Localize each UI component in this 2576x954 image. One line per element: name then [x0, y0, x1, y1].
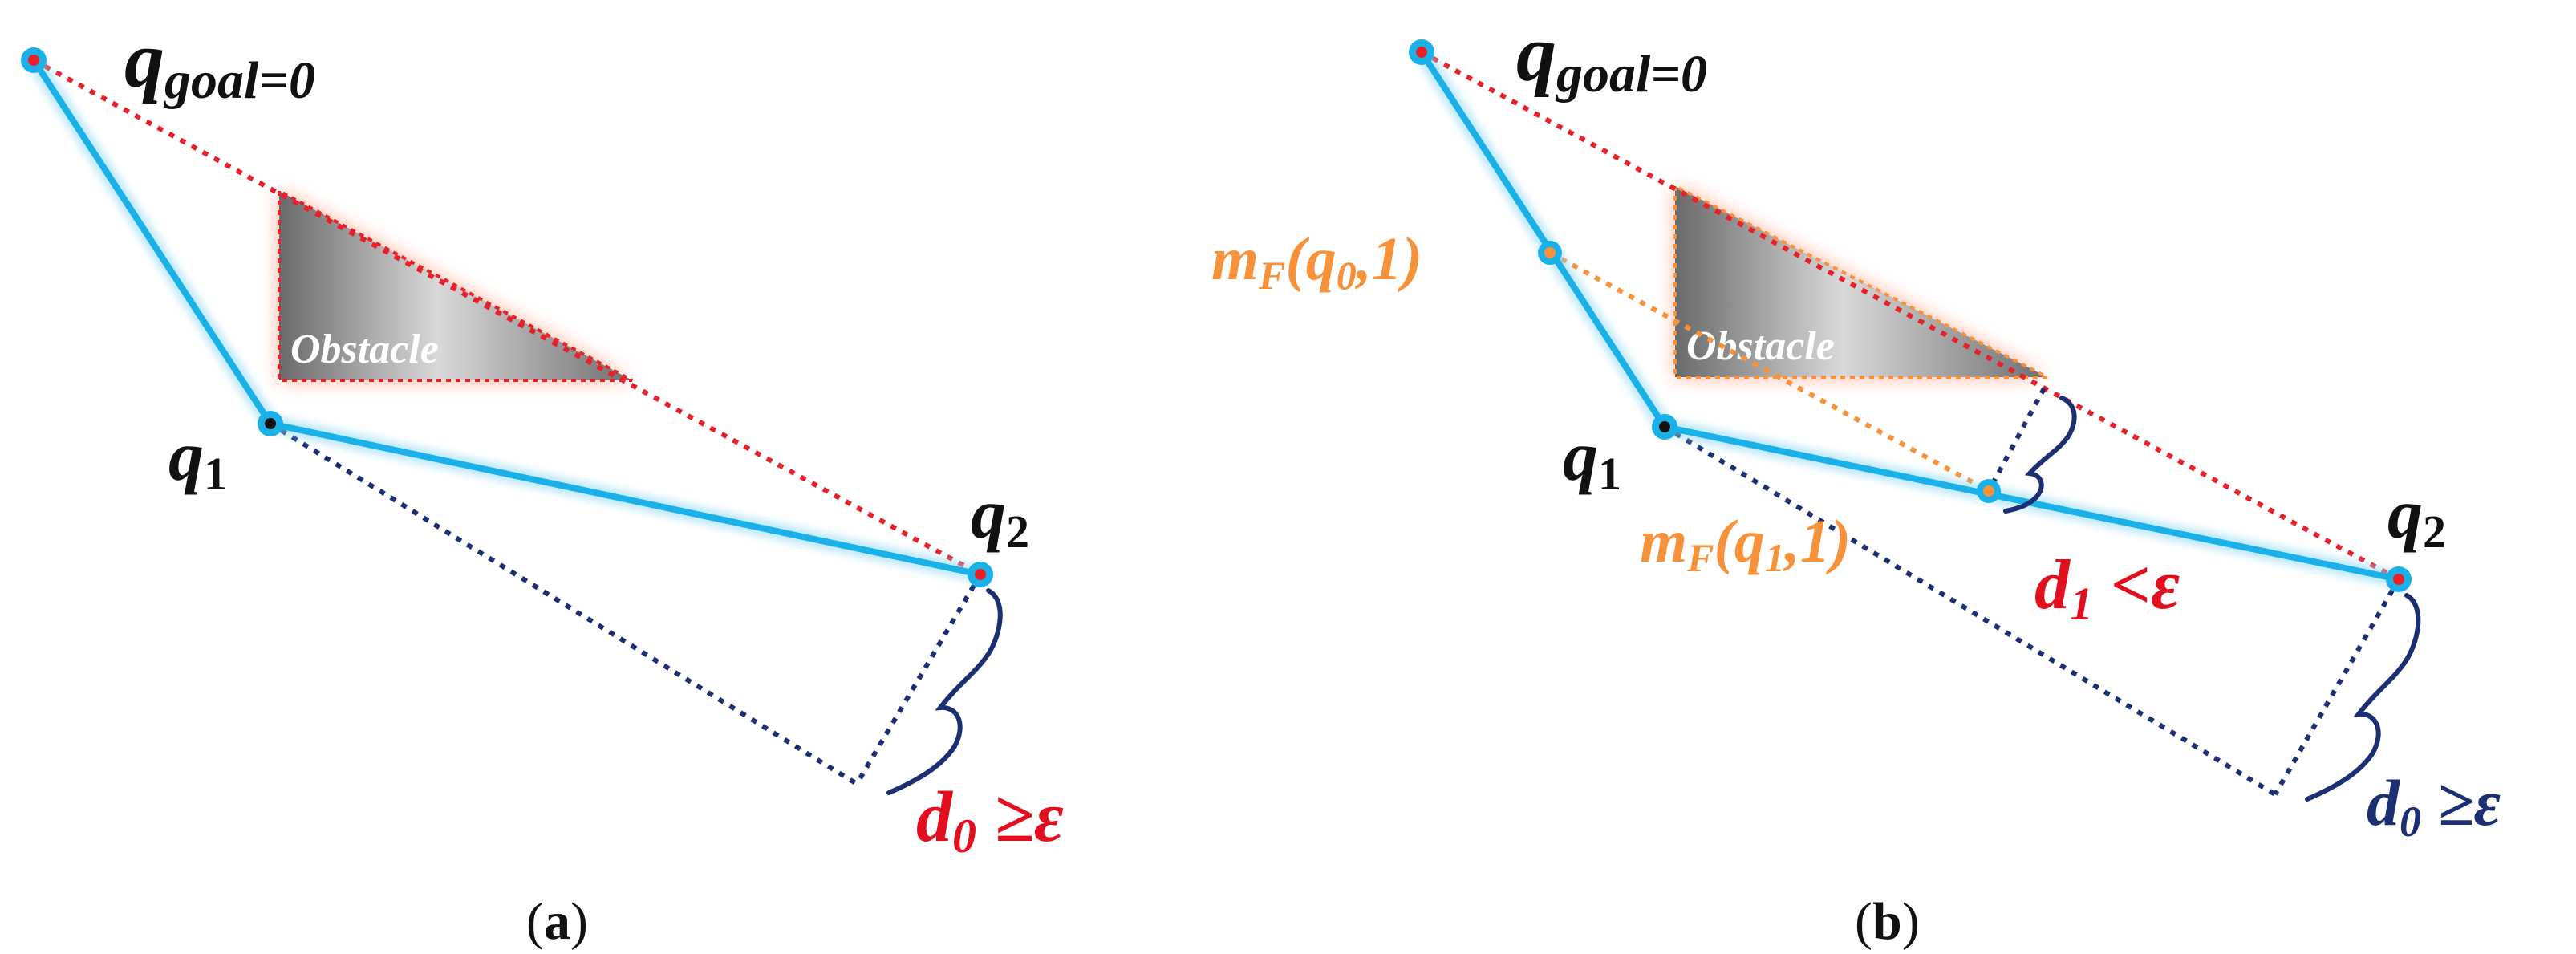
label-mf-q1: mF(q1,1) — [1640, 508, 1851, 580]
caption-a: (a) — [526, 892, 588, 951]
label-d1: d1 <ε — [2034, 546, 2180, 630]
obstacle — [278, 188, 633, 382]
brace-d1 — [2003, 396, 2077, 514]
midpoint-line — [1548, 250, 1990, 493]
node-midpoint-q1 — [1977, 479, 2001, 503]
caption-b: (b) — [1855, 892, 1920, 951]
distance-line-d0 — [854, 573, 983, 786]
label-q2: q2 — [971, 476, 1029, 558]
node-q2 — [968, 562, 993, 587]
node-goal — [1409, 39, 1434, 65]
panel-a: Obstacle qgoal=0 q1 q2 d0 — [21, 15, 1064, 951]
label-d0: d0 ≥ε — [916, 777, 1064, 863]
label-d0: d0 ≥ε — [2367, 766, 2501, 846]
label-q-goal: qgoal=0 — [124, 15, 315, 110]
obstacle-label: Obstacle — [1686, 323, 1835, 369]
node-q1 — [1652, 414, 1677, 440]
label-q2: q2 — [2387, 476, 2446, 558]
reference-line — [269, 421, 858, 786]
label-q1: q1 — [1563, 418, 1621, 500]
node-q1 — [258, 411, 283, 436]
obstacle-label: Obstacle — [290, 327, 439, 372]
distance-line-d0 — [2273, 578, 2401, 796]
label-q1: q1 — [168, 418, 227, 500]
node-midpoint-q0 — [1538, 241, 1562, 265]
goal-line — [1420, 50, 2400, 582]
label-q-goal: qgoal=0 — [1516, 9, 1707, 104]
node-q2 — [2386, 566, 2412, 592]
reference-line — [1663, 424, 2277, 797]
label-mf-q0: mF(q0,1) — [1211, 225, 1422, 298]
obstacle — [1673, 183, 2048, 379]
brace-d0 — [2305, 593, 2421, 802]
node-goal — [21, 47, 47, 73]
panel-b: Obstacle — [1211, 9, 2501, 951]
brace-d0 — [886, 588, 1003, 795]
